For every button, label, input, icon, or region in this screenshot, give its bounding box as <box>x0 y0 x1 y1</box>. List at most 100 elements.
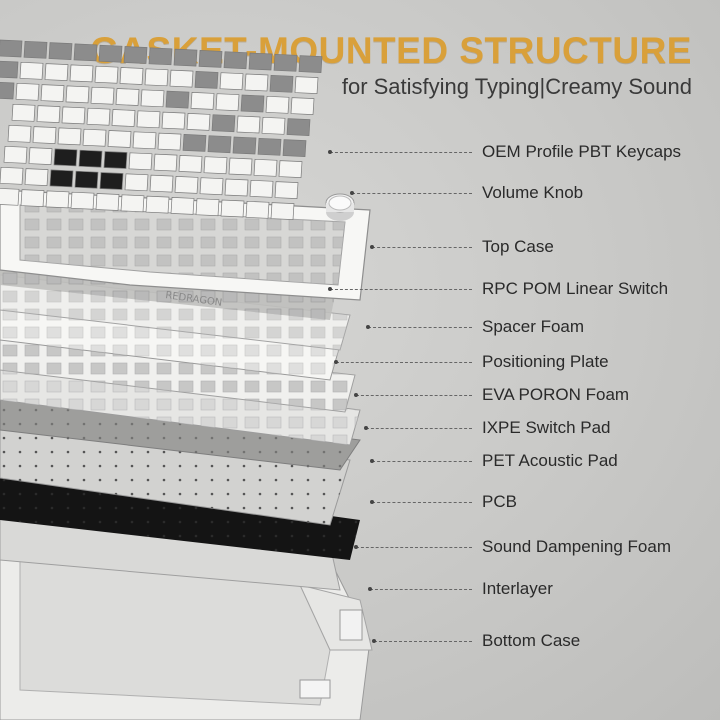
keycap <box>128 152 153 171</box>
keycap <box>274 181 299 199</box>
leader-dot <box>328 150 332 154</box>
top-case-layer: REDRAGON <box>0 189 371 309</box>
keycap <box>194 71 219 89</box>
keycap <box>20 189 45 207</box>
keycap <box>0 60 19 79</box>
keycap <box>149 174 174 193</box>
leader-dot <box>350 191 354 195</box>
layer-label: Sound Dampening Foam <box>482 537 672 556</box>
leader-dot <box>328 287 332 291</box>
layer-label: Top Case <box>482 237 554 256</box>
layer-label: PET Acoustic Pad <box>482 451 618 470</box>
keycap <box>273 53 298 72</box>
keycap <box>82 128 107 147</box>
keycap <box>70 191 95 210</box>
keycap <box>65 85 90 104</box>
leader-line <box>352 193 472 194</box>
page-subtitle: for Satisfying Typing|Creamy Sound <box>341 74 692 99</box>
keycap <box>61 106 86 125</box>
keycap <box>278 160 303 178</box>
keycap <box>144 68 169 87</box>
keycap <box>0 39 23 58</box>
keycap <box>115 88 140 106</box>
keycap <box>69 64 94 83</box>
keycap <box>120 194 145 213</box>
keycap <box>132 131 157 150</box>
leader-dot <box>334 360 338 364</box>
keycap <box>45 190 70 209</box>
keycap <box>53 148 78 167</box>
keycap <box>199 177 224 196</box>
keycap <box>24 168 49 186</box>
keycap <box>257 137 282 156</box>
keycap <box>98 44 123 63</box>
keycap <box>224 178 249 197</box>
leader-dot <box>372 639 376 643</box>
keycap <box>74 170 99 189</box>
layer-label: PCB <box>482 492 517 511</box>
keycap <box>298 55 323 73</box>
keycap <box>240 94 265 113</box>
sound-dampening-foam-layer <box>0 470 360 560</box>
keycap <box>11 103 36 122</box>
keycap <box>124 173 149 192</box>
keycap <box>23 40 48 59</box>
keycap <box>190 92 215 110</box>
keycap <box>170 197 195 215</box>
keycap <box>186 113 211 131</box>
keycap <box>253 158 278 177</box>
leader-dot <box>370 500 374 504</box>
keycap <box>161 111 186 130</box>
leader-line <box>336 362 472 363</box>
keycap <box>40 84 65 102</box>
keycap <box>282 139 307 157</box>
keycap <box>148 47 173 66</box>
keycaps-layer <box>0 39 323 220</box>
leader-line <box>356 547 472 548</box>
keycap <box>203 156 228 175</box>
keycap <box>290 97 315 115</box>
keycap <box>140 89 165 108</box>
keycap <box>198 50 223 68</box>
keycap <box>145 195 170 214</box>
keycap <box>57 127 82 146</box>
keycap <box>211 114 236 133</box>
keycap <box>0 82 15 100</box>
keycap <box>249 179 274 198</box>
keycap <box>36 105 61 123</box>
leader-dot <box>354 393 358 397</box>
leader-dot <box>366 325 370 329</box>
leader-line <box>366 428 472 429</box>
keycap <box>178 155 203 173</box>
keycap <box>223 51 248 70</box>
keycap <box>270 202 295 220</box>
keycap <box>195 198 220 217</box>
keycap <box>99 172 124 190</box>
leader-line <box>372 247 472 248</box>
keycap <box>248 52 273 71</box>
keycap <box>165 90 190 109</box>
keycap <box>286 118 311 136</box>
keycap <box>182 134 207 152</box>
keycap <box>173 48 198 67</box>
layer-label: Spacer Foam <box>482 317 585 336</box>
keycap <box>0 166 24 185</box>
keycap <box>78 149 103 168</box>
layer-label: EVA PORON Foam <box>482 385 630 404</box>
keycap <box>215 93 240 112</box>
keycap <box>261 116 286 135</box>
layer-label: Positioning Plate <box>482 352 609 371</box>
keycap <box>49 169 74 188</box>
leader-line <box>330 289 472 290</box>
keycap <box>169 69 194 88</box>
leader-dot <box>364 426 368 430</box>
layer-label: RPC POM Linear Switch <box>482 279 669 298</box>
leader-line <box>372 461 472 462</box>
keycap <box>3 145 28 164</box>
keycap <box>44 63 69 81</box>
layer-label: Volume Knob <box>482 183 584 202</box>
leader-line <box>372 502 472 503</box>
keycap <box>48 42 73 60</box>
keycap <box>245 200 270 219</box>
